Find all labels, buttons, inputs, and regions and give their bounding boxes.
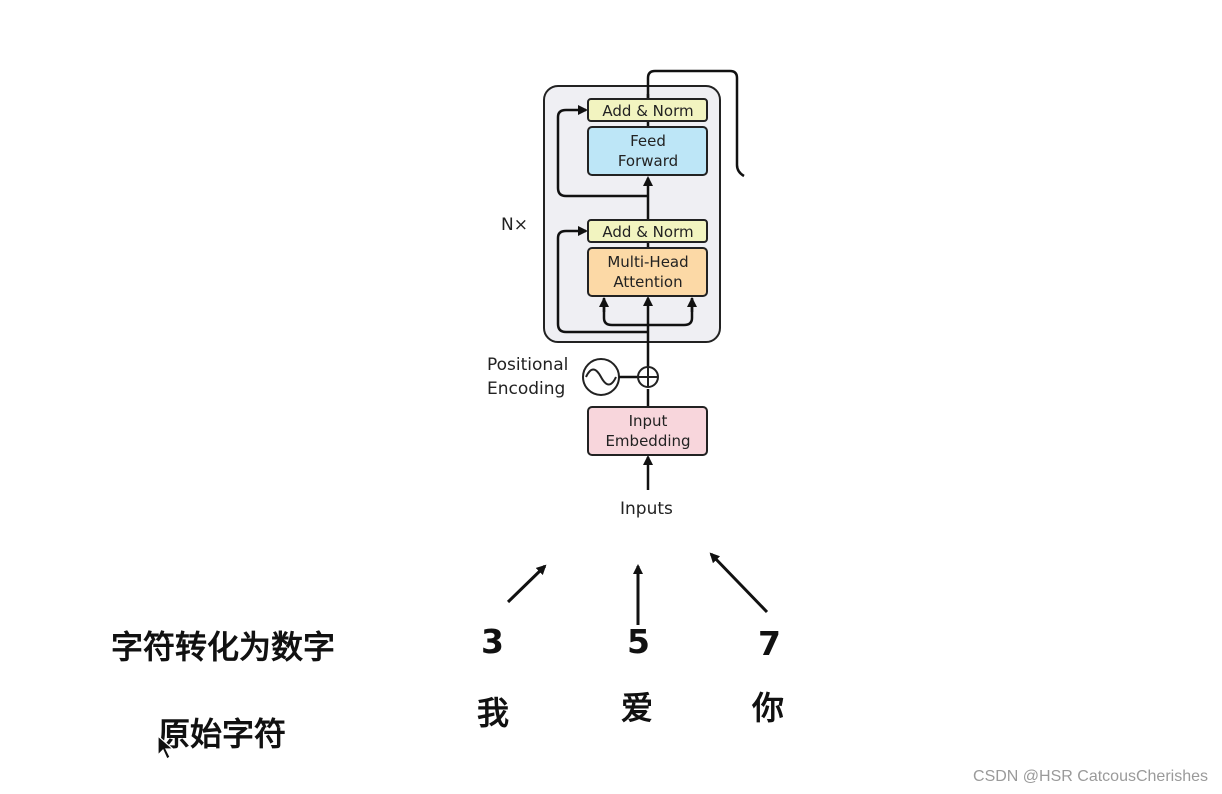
residual-connection-attention	[556, 226, 648, 334]
add-norm-bottom-box	[587, 219, 708, 243]
attention-qkv-split	[602, 298, 694, 327]
char-token-2: 爱	[621, 689, 654, 727]
feed-forward-box	[587, 126, 708, 176]
mouse-cursor-icon	[157, 735, 175, 760]
multi-head-attention-box	[587, 247, 708, 297]
add-norm-bottom-label: Add & Norm	[602, 223, 693, 241]
feed-forward-label-line2: Forward	[618, 152, 678, 170]
add-norm-top-label: Add & Norm	[602, 102, 693, 120]
attention-label-line2: Attention	[613, 273, 682, 291]
row-label-numbers: 字符转化为数字	[111, 628, 336, 666]
encoder-layer-container	[543, 85, 721, 343]
row-label-characters: 原始字符	[158, 715, 287, 753]
embedding-label-line2: Embedding	[605, 432, 690, 450]
attention-label-line1: Multi-Head	[607, 253, 688, 271]
feed-forward-label-line1: Feed	[630, 132, 666, 150]
arrow-from-7	[709, 552, 769, 614]
add-norm-top-box	[587, 98, 708, 122]
number-token-3: 7	[758, 624, 781, 663]
input-embedding-box	[587, 406, 708, 456]
arrow-from-3	[506, 564, 547, 604]
residual-connection-ff	[556, 105, 648, 198]
positional-encoding-label-line2: Encoding	[487, 379, 565, 399]
watermark: CSDN @HSR CatcousCherishes	[973, 768, 1208, 785]
char-token-3: 你	[752, 689, 785, 727]
inputs-label: Inputs	[620, 499, 673, 519]
number-token-2: 5	[627, 622, 650, 661]
sine-wave-icon	[585, 368, 617, 386]
number-token-1: 3	[481, 622, 504, 661]
positional-encoding-label-line1: Positional	[487, 355, 568, 375]
char-token-1: 我	[477, 694, 510, 732]
output-line	[646, 69, 745, 178]
repeat-label: N×	[501, 215, 528, 235]
embedding-label-line1: Input	[629, 412, 668, 430]
